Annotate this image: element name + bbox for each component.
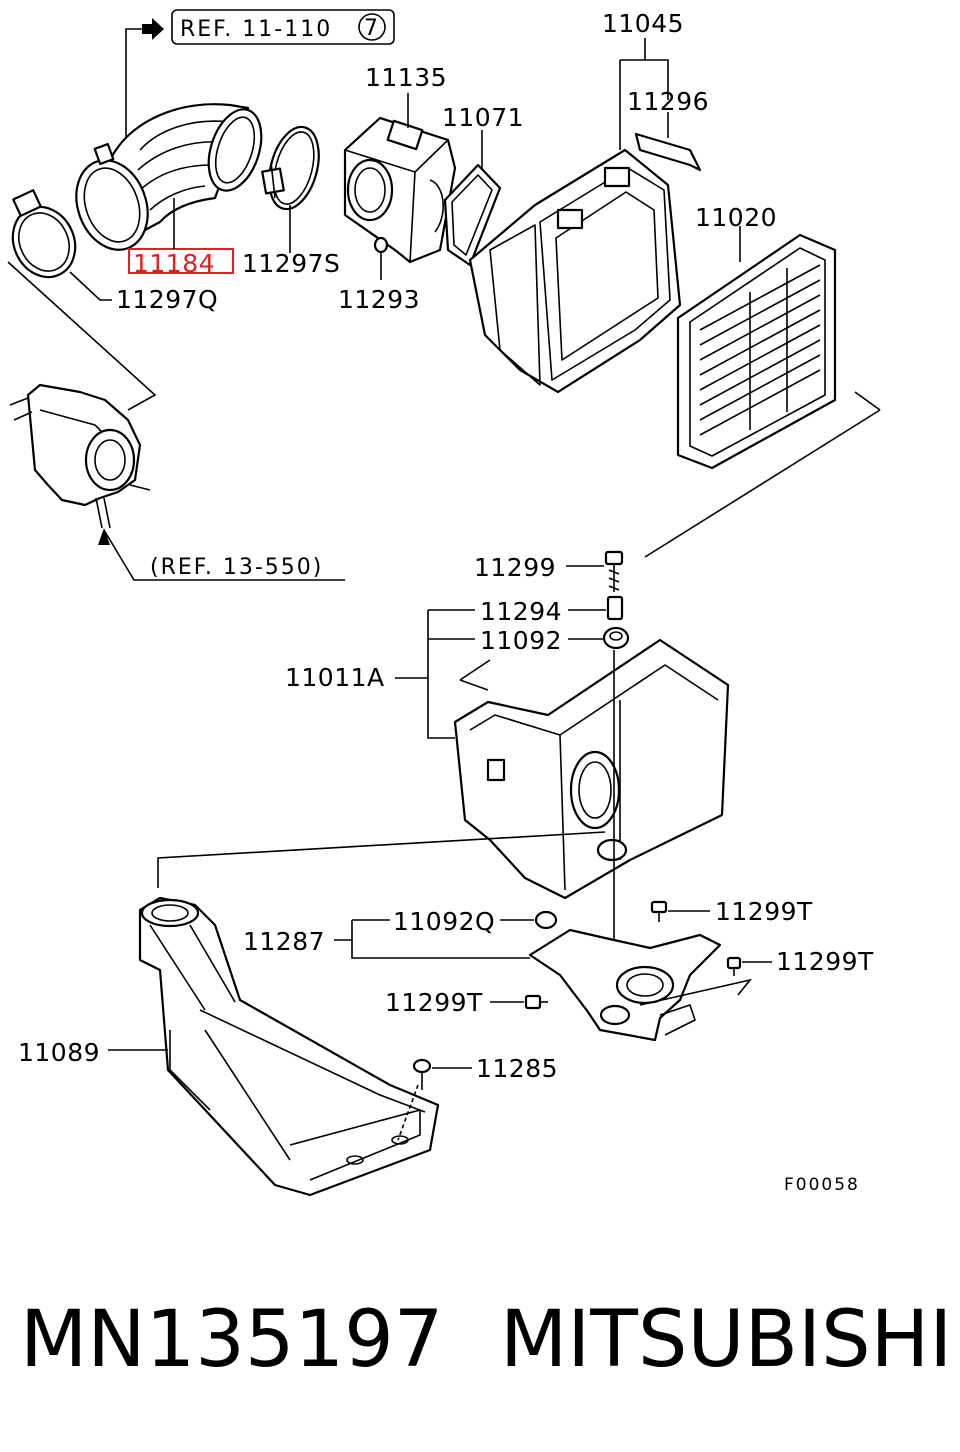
- ref-top-circle-number: 7: [364, 16, 380, 41]
- bolt-11299T-top[interactable]: [650, 900, 668, 922]
- label-11296: 11296: [627, 87, 709, 116]
- air-cleaner-case-11011A[interactable]: [453, 638, 730, 900]
- air-filter-element-11020[interactable]: [676, 233, 837, 470]
- throttle-body-13-550[interactable]: [9, 383, 151, 529]
- label-11297Q: 11297Q: [116, 285, 218, 314]
- air-flow-sensor-11135[interactable]: [343, 116, 457, 264]
- hose-clamp-11297S[interactable]: [261, 121, 327, 214]
- arrow-up-icon: [98, 528, 110, 545]
- label-11285: 11285: [476, 1054, 558, 1083]
- label-11299T-top: 11299T: [715, 897, 813, 926]
- label-11299: 11299: [474, 553, 556, 582]
- label-11071: 11071: [442, 103, 524, 132]
- bolt-11299T-left[interactable]: [524, 994, 548, 1010]
- grommet-11092Q[interactable]: [534, 910, 558, 930]
- label-11184: 11184: [133, 249, 215, 278]
- label-11020: 11020: [695, 203, 777, 232]
- air-cleaner-cover-11045[interactable]: [468, 148, 682, 394]
- bolt-11299[interactable]: [604, 550, 624, 592]
- label-11299T-left: 11299T: [385, 988, 483, 1017]
- label-11294: 11294: [480, 597, 562, 626]
- ref-top-label: REF. 11-110: [180, 17, 332, 42]
- ref-bottom-label: (REF. 13-550): [150, 555, 323, 580]
- bolt-11299T-right[interactable]: [726, 956, 742, 976]
- arrow-right-icon: [142, 18, 164, 40]
- label-11135: 11135: [365, 63, 447, 92]
- caption-part-number: MN135197: [20, 1295, 443, 1385]
- gasket-11071[interactable]: [443, 163, 502, 267]
- label-11092: 11092: [480, 626, 562, 655]
- clip-11285[interactable]: [412, 1058, 432, 1090]
- label-11299T-right: 11299T: [776, 947, 874, 976]
- screw-11293[interactable]: [373, 236, 389, 280]
- collar-11294[interactable]: [606, 595, 624, 621]
- ref-11-110-callout[interactable]: REF. 11-110 7: [142, 9, 395, 45]
- hose-clamp-11297Q[interactable]: [2, 189, 87, 287]
- label-11011A: 11011A: [285, 663, 385, 692]
- label-11287: 11287: [243, 927, 325, 956]
- grommet-11092[interactable]: [602, 626, 630, 650]
- caption-brand: MITSUBISHI: [500, 1295, 952, 1385]
- figure-code: F00058: [784, 1175, 860, 1195]
- label-11089: 11089: [18, 1038, 100, 1067]
- label-11092Q: 11092Q: [393, 907, 495, 936]
- highlight-11184[interactable]: 11184: [128, 248, 234, 278]
- intake-hose-11184[interactable]: [64, 103, 270, 260]
- label-11297S: 11297S: [242, 249, 340, 278]
- clip-11296[interactable]: [634, 132, 702, 172]
- label-11045: 11045: [602, 9, 684, 38]
- label-11293: 11293: [338, 285, 420, 314]
- bracket-11287[interactable]: [528, 928, 722, 1042]
